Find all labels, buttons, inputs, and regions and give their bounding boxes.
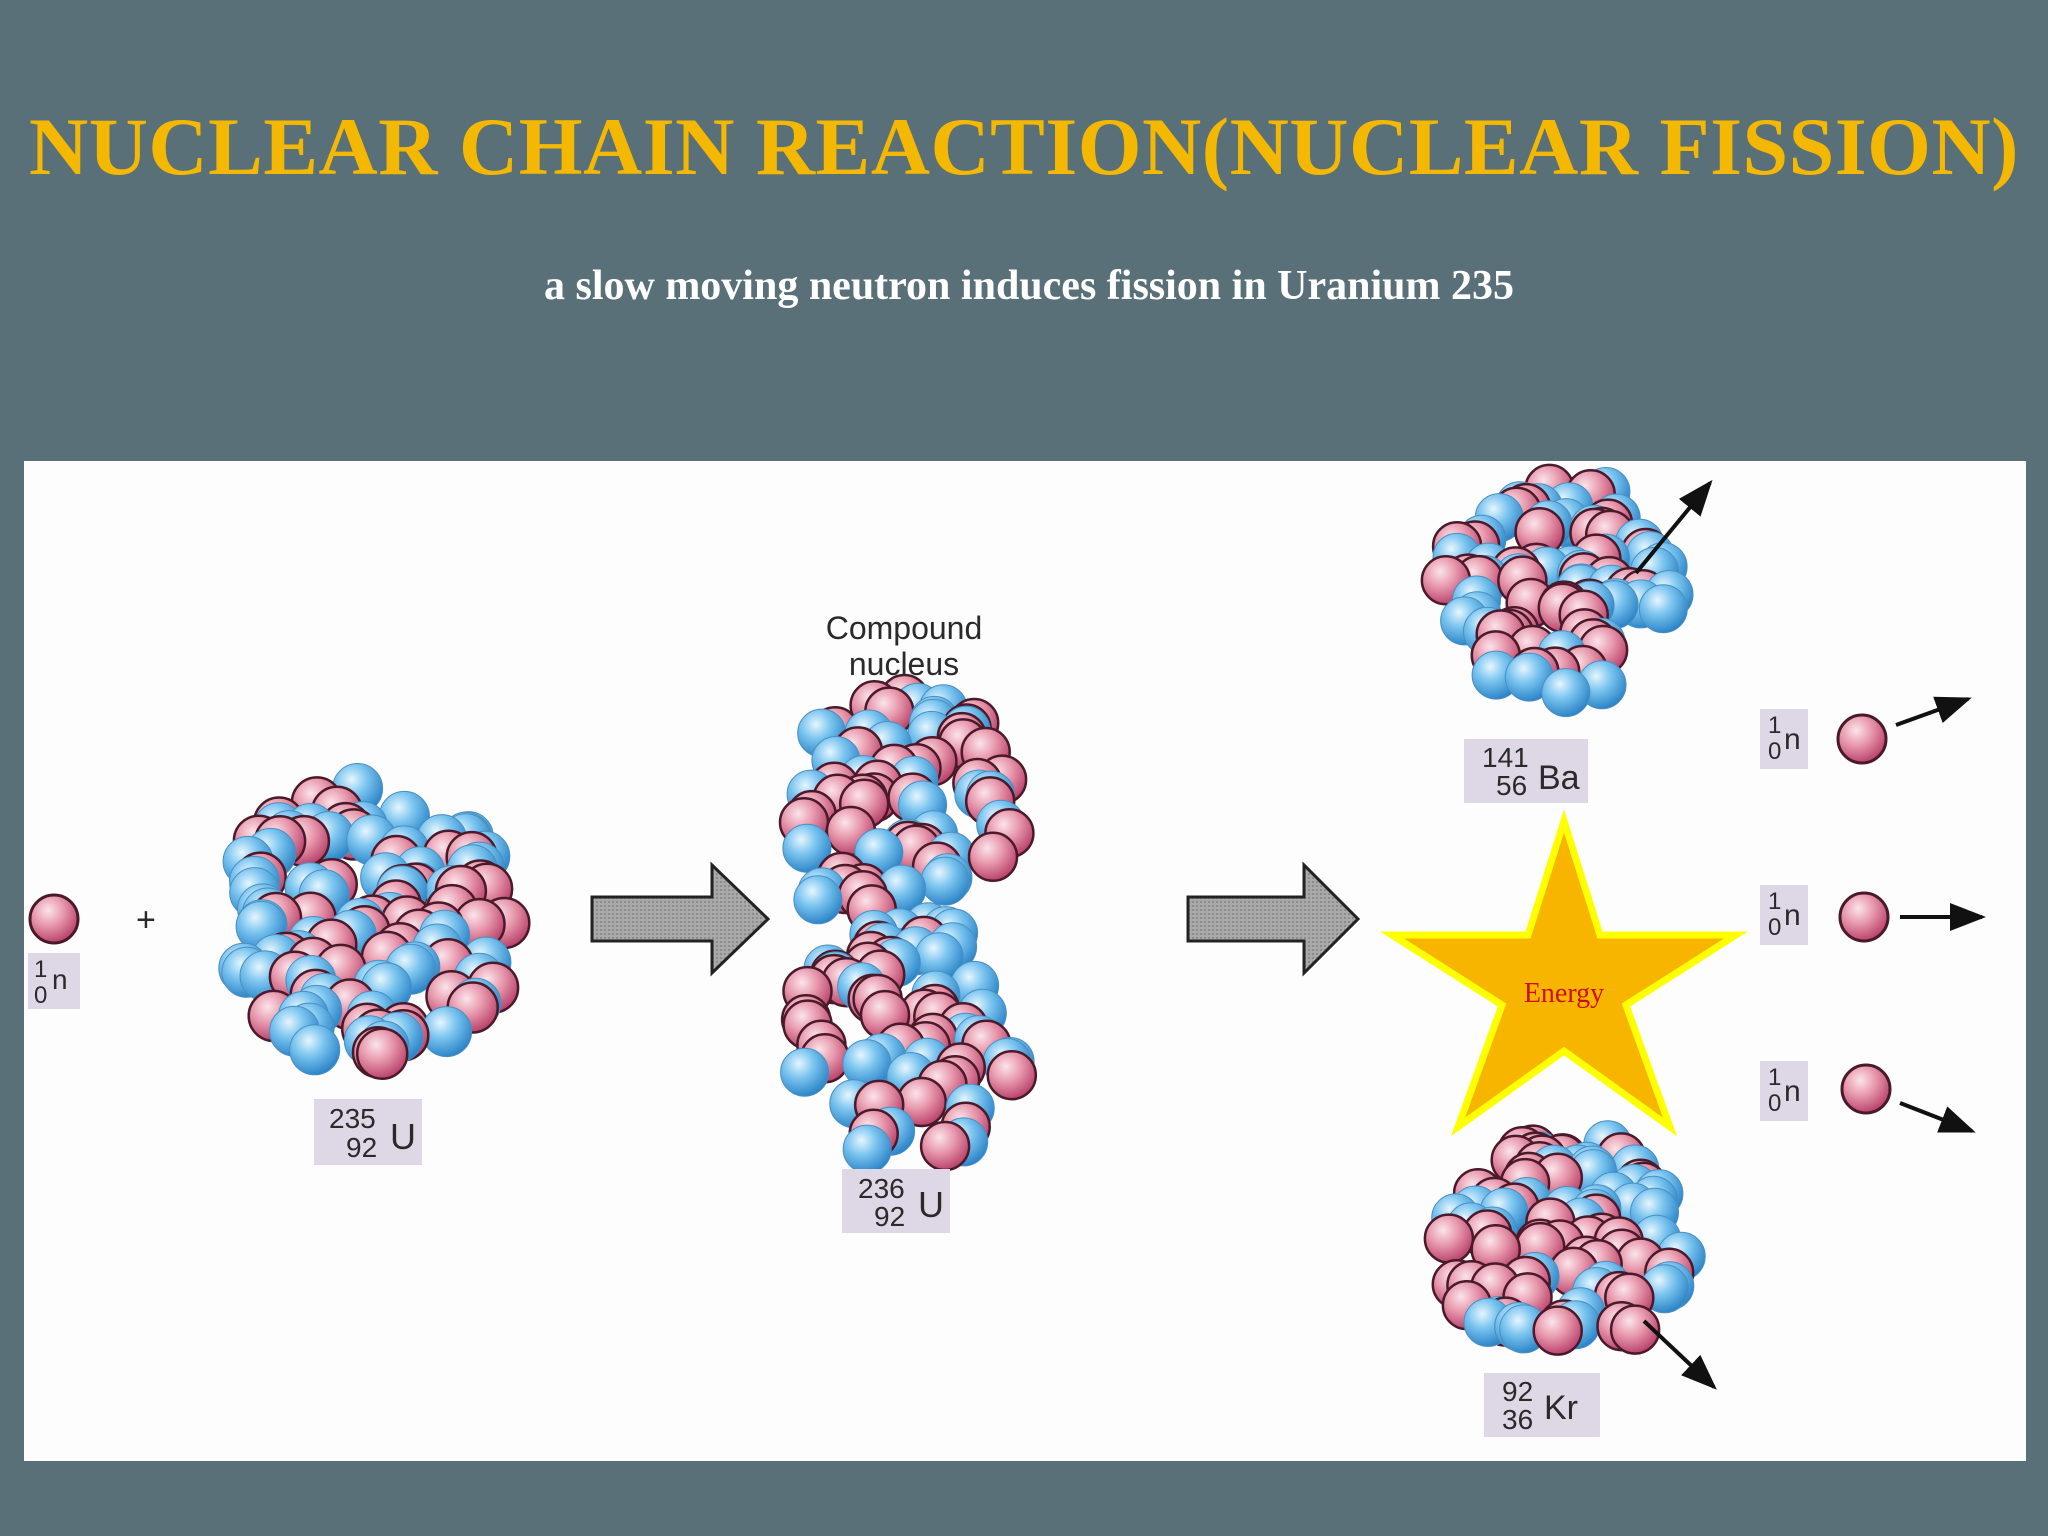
- svg-text:1: 1: [1768, 888, 1781, 915]
- neutron-ball: [289, 1024, 341, 1076]
- svg-text:n: n: [1784, 899, 1801, 932]
- svg-text:56: 56: [1496, 770, 1527, 801]
- svg-text:92: 92: [1502, 1376, 1533, 1407]
- plus-sign: +: [136, 901, 156, 939]
- svg-text:Ba: Ba: [1538, 759, 1580, 797]
- svg-text:n: n: [52, 964, 68, 995]
- svg-text:92: 92: [346, 1132, 377, 1163]
- proton-ball: [355, 1027, 409, 1080]
- neutron-ball: [842, 1124, 892, 1174]
- compound-label-line1: Compound: [826, 610, 983, 646]
- svg-text:235: 235: [329, 1103, 376, 1134]
- emitted-neutron-3: 1 0 n: [1760, 1061, 1976, 1133]
- proton-ball: [919, 1120, 971, 1172]
- svg-text:0: 0: [34, 982, 47, 1009]
- uranium-235-nucleus: [218, 763, 531, 1080]
- barium-motion-arrow: [1634, 479, 1713, 575]
- barium-141-nucleus: [1420, 463, 1694, 718]
- svg-text:92: 92: [874, 1201, 905, 1232]
- proton-ball: [1609, 1304, 1661, 1355]
- svg-text:n: n: [1784, 1075, 1801, 1108]
- proton-ball: [967, 831, 1019, 883]
- svg-text:U: U: [390, 1116, 416, 1157]
- emitted-neutron-1: 1 0 n: [1760, 696, 1972, 769]
- page-title: NUCLEAR CHAIN REACTION(NUCLEAR FISSION): [29, 101, 2019, 192]
- svg-text:0: 0: [1768, 738, 1781, 765]
- energy-label: Energy: [1524, 978, 1604, 1009]
- svg-text:0: 0: [1768, 914, 1781, 941]
- reaction-arrow-1: [590, 861, 771, 977]
- svg-text:n: n: [1784, 723, 1801, 756]
- neutron-ball: [920, 856, 970, 906]
- svg-text:0: 0: [1768, 1090, 1781, 1117]
- proton-ball: [986, 1049, 1038, 1101]
- svg-text:Kr: Kr: [1544, 1389, 1578, 1427]
- svg-text:1: 1: [1768, 1064, 1781, 1091]
- reaction-arrow-2: [1186, 861, 1361, 977]
- krypton-92-nucleus: [1423, 1120, 1706, 1356]
- fission-diagram-panel: 1 0 n + 235 92 U Compound nucleus 236 92…: [24, 461, 2026, 1461]
- svg-text:1: 1: [1768, 712, 1781, 739]
- incoming-neutron-label: 1 0 n: [28, 953, 80, 1009]
- u236-label: 236 92 U: [842, 1169, 950, 1233]
- proton-ball: [1532, 1305, 1583, 1356]
- fission-diagram: 1 0 n + 235 92 U Compound nucleus 236 92…: [28, 463, 1986, 1437]
- neutron-ball: [1541, 668, 1591, 718]
- svg-text:U: U: [918, 1184, 944, 1225]
- kr92-label: 92 36 Kr: [1484, 1373, 1600, 1437]
- ba141-label: 141 56 Ba: [1464, 739, 1588, 803]
- energy-star-icon: [1379, 809, 1749, 1137]
- proton-ball: [1423, 1213, 1475, 1264]
- u235-label: 235 92 U: [314, 1099, 422, 1165]
- emitted-neutron-2: 1 0 n: [1760, 885, 1986, 945]
- compound-nucleus-u236: [778, 673, 1038, 1174]
- svg-text:36: 36: [1502, 1404, 1533, 1435]
- incoming-neutron: [28, 893, 80, 945]
- svg-text:236: 236: [858, 1173, 905, 1204]
- page-subtitle: a slow moving neutron induces fission in…: [543, 263, 1515, 309]
- neutron-ball: [793, 875, 843, 925]
- compound-label-line2: nucleus: [849, 646, 959, 682]
- svg-text:141: 141: [1482, 742, 1529, 773]
- neutron-ball: [782, 823, 832, 873]
- neutron-ball: [1638, 584, 1688, 634]
- krypton-motion-arrow: [1642, 1319, 1717, 1390]
- neutron-ball: [780, 1047, 830, 1097]
- svg-text:1: 1: [34, 956, 47, 983]
